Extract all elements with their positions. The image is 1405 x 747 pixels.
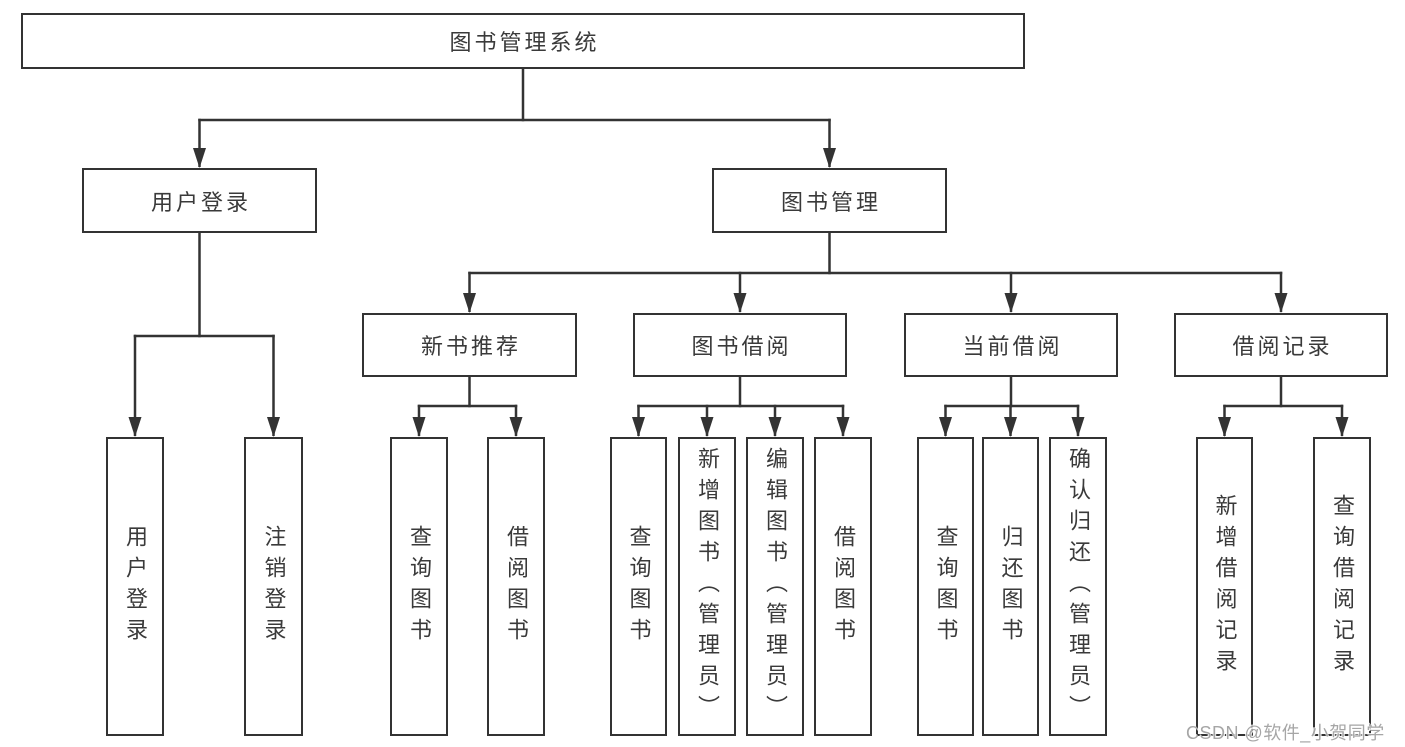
leaf-query-books-borrowing: 查询图书 <box>610 437 667 736</box>
csdn-watermark: CSDN @软件_小贺同学 <box>1186 723 1385 743</box>
node-user-login: 用户登录 <box>82 168 317 233</box>
leaf-add-book-admin: 新增图书（管理员） <box>678 437 736 736</box>
node-new-book-recommend: 新书推荐 <box>362 313 577 377</box>
leaf-add-borrow-record: 新增借阅记录 <box>1196 437 1253 736</box>
node-book-management: 图书管理 <box>712 168 947 233</box>
node-book-borrowing: 图书借阅 <box>633 313 847 377</box>
leaf-borrow-books-recommend: 借阅图书 <box>487 437 545 736</box>
leaf-return-book: 归还图书 <box>982 437 1039 736</box>
leaf-borrow-books-borrowing: 借阅图书 <box>814 437 872 736</box>
node-borrowing-records: 借阅记录 <box>1174 313 1388 377</box>
leaf-logout: 注销登录 <box>244 437 303 736</box>
leaf-confirm-return-admin: 确认归还（管理员） <box>1049 437 1107 736</box>
node-library-system: 图书管理系统 <box>21 13 1025 69</box>
leaf-user-login: 用户登录 <box>106 437 164 736</box>
leaf-query-borrow-record: 查询借阅记录 <box>1313 437 1371 736</box>
leaf-query-books-recommend: 查询图书 <box>390 437 448 736</box>
leaf-query-books-current: 查询图书 <box>917 437 974 736</box>
leaf-edit-book-admin: 编辑图书（管理员） <box>746 437 804 736</box>
node-current-borrowing: 当前借阅 <box>904 313 1118 377</box>
connector-group <box>128 69 1349 437</box>
